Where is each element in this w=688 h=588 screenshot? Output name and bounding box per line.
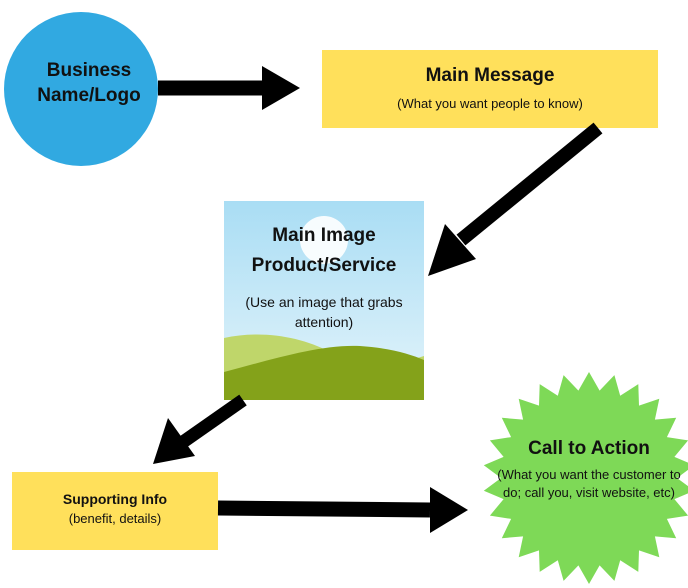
arrow-message-to-image xyxy=(428,122,603,276)
call-to-action-starburst xyxy=(483,372,688,584)
arrow-logo-to-message xyxy=(158,66,300,110)
arrow-supporting-to-cta xyxy=(217,487,468,533)
supporting-info-box xyxy=(12,472,218,550)
main-message-title: Main Message xyxy=(425,65,555,86)
image-hill-dark xyxy=(224,345,424,400)
business-logo-circle xyxy=(4,12,158,166)
business-logo-label: Business Name/Logo xyxy=(37,60,141,106)
arrow-image-to-supporting xyxy=(153,394,247,464)
main-image-title-line2: Product/Service xyxy=(251,255,397,276)
main-image-subtitle: (Use an image that grabs attention) xyxy=(245,294,403,330)
main-image-title: Main Image Product/Service xyxy=(224,221,424,281)
main-image-placeholder xyxy=(224,201,424,400)
supporting-info-title: Supporting Info xyxy=(62,491,168,507)
main-image-title-line1: Main Image xyxy=(272,225,376,246)
main-message-box xyxy=(322,50,658,128)
main-message-subtitle: (What you want people to know) xyxy=(397,96,583,111)
call-to-action-subtitle: (What you want the customer to do; call … xyxy=(497,467,681,500)
supporting-info-subtitle: (benefit, details) xyxy=(68,511,162,526)
image-sun xyxy=(300,216,348,264)
call-to-action-title: Call to Action xyxy=(528,438,650,459)
